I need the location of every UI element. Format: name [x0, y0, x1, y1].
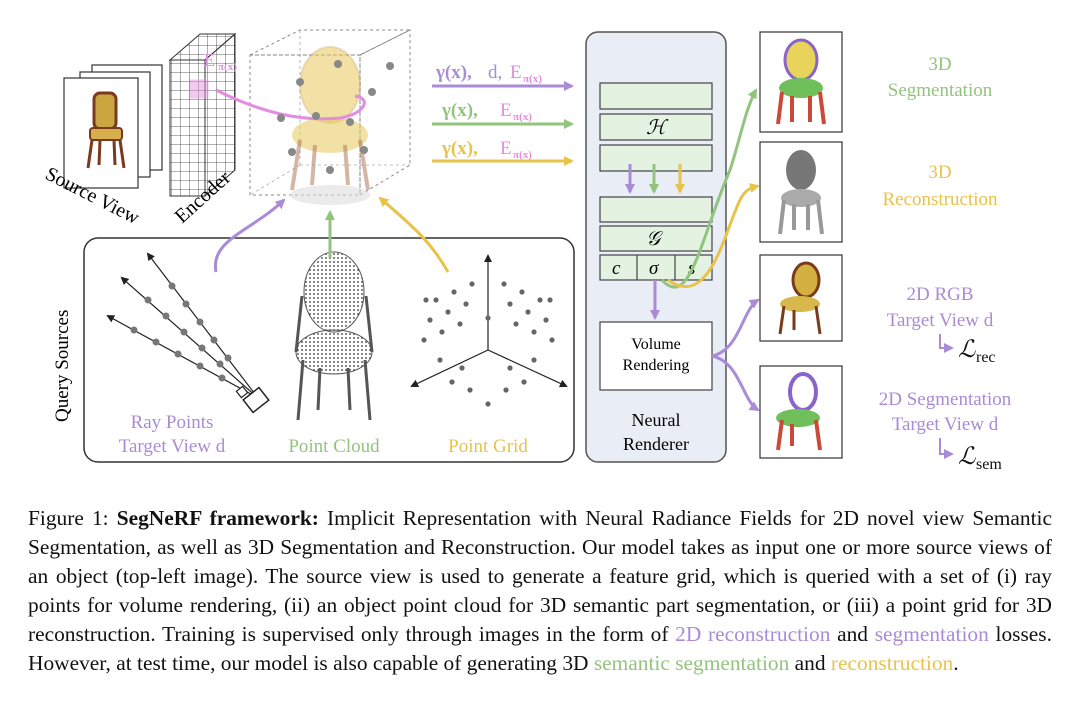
input-label-purple: γ(x), d, E π(x) — [435, 62, 542, 85]
volume-line-1: Volume — [631, 336, 680, 353]
input-arrows — [432, 81, 574, 166]
caption-green: semantic segmentation — [593, 651, 790, 675]
loss-sem: ℒ — [958, 444, 976, 470]
cloud-label: Point Cloud — [288, 436, 380, 457]
seg3d-label-1: 3D — [928, 54, 951, 75]
caption-text-1: Implicit Representation with Neural Radi… — [28, 506, 1052, 646]
input-extra: d, — [488, 62, 502, 83]
output-image-rgb — [759, 254, 843, 342]
loss-rec: ℒ — [958, 337, 976, 363]
caption-paragraph: Figure 1: SegNeRF framework: Implicit Re… — [28, 504, 1052, 678]
input-feature-sub: π(x) — [523, 73, 542, 85]
output-image-seg3d — [759, 31, 843, 133]
input-feature: E — [510, 62, 522, 83]
loss-sem-hook — [939, 438, 954, 459]
g-layer-2 — [599, 225, 713, 252]
g-label: 𝒢 — [646, 228, 664, 250]
figure-caption: Figure 1: SegNeRF framework: Implicit Re… — [28, 504, 1052, 678]
output-labels: 3D Segmentation 3D Reconstruction 2D RGB… — [879, 54, 1012, 473]
output-image-rec3d — [759, 141, 843, 243]
source-chair-image — [86, 91, 126, 169]
loss-rec-hook — [939, 334, 954, 353]
feature-label: E — [204, 50, 215, 70]
input-feature: E — [500, 138, 512, 159]
seg2d-label-2: Target View d — [892, 414, 999, 435]
seg3d-label-2: Segmentation — [888, 80, 993, 101]
neural-renderer: ℋ 𝒢 c σ s Volume Rendering Neural Render… — [585, 31, 727, 463]
output-image-seg2d — [759, 365, 843, 459]
input-label-yellow: γ(x), E π(x) — [441, 138, 532, 161]
seg2d-label-1: 2D Segmentation — [879, 389, 1012, 410]
caption-and-2: and — [794, 651, 826, 675]
source-view-stack: Source View — [42, 64, 163, 229]
ray-label-2: Target View d — [119, 436, 226, 457]
input-feature-sub: π(x) — [513, 149, 532, 161]
segnerf-diagram: Source View Encoder E π(x) γ — [42, 29, 1012, 473]
c-label: c — [612, 258, 621, 279]
input-gamma: γ(x), — [441, 138, 478, 159]
input-feature: E — [500, 100, 512, 121]
caption-purple-1: 2D reconstruction — [675, 622, 831, 646]
query-sources-label: Query Sources — [52, 310, 73, 422]
ray-points — [106, 252, 270, 414]
feature-cube — [215, 29, 411, 205]
input-label-green: γ(x), E π(x) — [441, 100, 532, 123]
ray-label-1: Ray Points — [131, 412, 214, 433]
h-layer-1 — [599, 82, 713, 110]
volume-rendering-box — [599, 321, 713, 391]
rgb-label-2: Target View d — [887, 310, 994, 331]
caption-yellow: reconstruction — [830, 651, 954, 675]
h-layer-3 — [599, 144, 713, 172]
h-layer-2 — [599, 113, 713, 141]
caption-and-1: and — [837, 622, 868, 646]
feature-sub: π(x) — [218, 61, 237, 73]
input-feature-sub: π(x) — [513, 111, 532, 123]
feature-label-group: E π(x) — [204, 50, 237, 73]
query-sources-panel: Query Sources Ray Points Target View d P… — [52, 237, 575, 463]
input-gamma: γ(x), — [441, 100, 478, 121]
rgb-label-1: 2D RGB — [906, 284, 973, 305]
rec3d-label-2: Reconstruction — [882, 189, 998, 210]
camera-icon — [235, 385, 270, 414]
input-gamma: γ(x), — [435, 62, 472, 83]
loss-sem-sub: sem — [976, 456, 1002, 473]
query-arrows — [213, 196, 450, 273]
g-layer-1 — [599, 196, 713, 223]
renderer-title-1: Neural — [632, 410, 681, 430]
grid-label: Point Grid — [448, 436, 528, 457]
point-grid — [410, 254, 568, 407]
caption-end: . — [953, 651, 959, 675]
renderer-title-2: Renderer — [623, 434, 689, 454]
caption-purple-2: segmentation — [874, 622, 989, 646]
h-label: ℋ — [646, 117, 669, 139]
point-cloud — [294, 251, 374, 421]
caption-bold: SegNeRF framework: — [116, 506, 319, 530]
loss-rec-sub: rec — [976, 349, 996, 366]
rec3d-label-1: 3D — [928, 162, 951, 183]
caption-prefix: Figure 1: — [28, 506, 109, 530]
caption-text-2: losses. However, at test time, our model… — [28, 622, 1052, 675]
volume-line-2: Rendering — [623, 357, 690, 374]
sigma-label: σ — [649, 258, 659, 279]
output-arrows — [660, 88, 760, 412]
